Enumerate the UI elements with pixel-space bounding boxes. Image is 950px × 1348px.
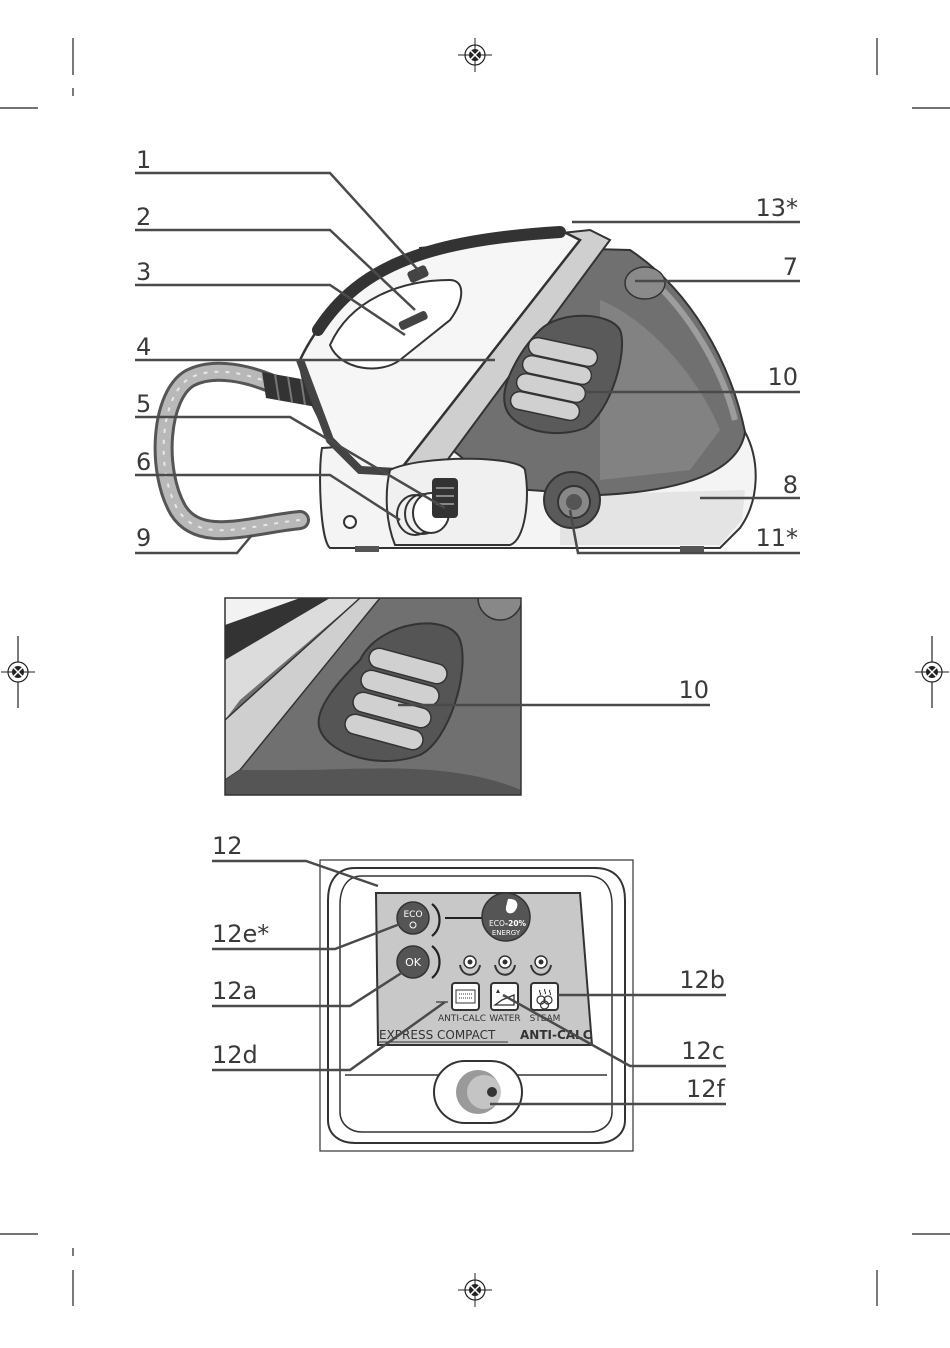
registration-target-bottom (458, 1273, 492, 1307)
steam-icon (531, 983, 558, 1010)
label-12c: 12c (681, 1037, 725, 1065)
label-6: 6 (136, 448, 151, 476)
anti-calc-caption: ANTI-CALC (438, 1014, 486, 1024)
registration-target-right (915, 662, 949, 682)
label-3: 3 (136, 258, 151, 286)
label-12a: 12a (212, 977, 257, 1005)
eco-button-label: ECO (403, 910, 422, 920)
label-12f: 12f (686, 1075, 726, 1103)
water-caption: WATER (489, 1014, 520, 1024)
label-4: 4 (136, 333, 151, 361)
ok-button-label: OK (405, 956, 422, 969)
eco-energy-badge: ECO -20% ENERGY (482, 893, 530, 941)
label-11: 11* (755, 524, 798, 552)
registration-target-left (1, 662, 35, 682)
control-panel-detail: ECO ECO -20% ENERGY OK (320, 860, 633, 1151)
steam-trigger-button[interactable] (434, 1061, 522, 1123)
eco-badge-energy: ENERGY (492, 929, 521, 937)
label-12e: 12e* (212, 920, 269, 948)
label-13: 13* (755, 194, 798, 222)
label-10: 10 (767, 363, 798, 391)
registration-target-top (458, 38, 492, 72)
label-12d: 12d (212, 1041, 258, 1069)
label-9: 9 (136, 524, 151, 552)
label-12b: 12b (679, 966, 725, 994)
label-2: 2 (136, 203, 151, 231)
label-5: 5 (136, 390, 151, 418)
eco-button[interactable]: ECO (397, 902, 429, 934)
label-12: 12 (212, 832, 243, 860)
label-1: 1 (136, 146, 151, 174)
eco-badge-eco: ECO (489, 919, 505, 928)
eco-badge-percent: -20% (505, 919, 527, 928)
brand-express-compact: EXPRESS COMPACT (379, 1028, 496, 1042)
label-10-detail: 10 (678, 676, 709, 704)
label-8: 8 (783, 471, 798, 499)
detail-inset-steam-grip (225, 576, 522, 795)
label-7: 7 (783, 253, 798, 281)
